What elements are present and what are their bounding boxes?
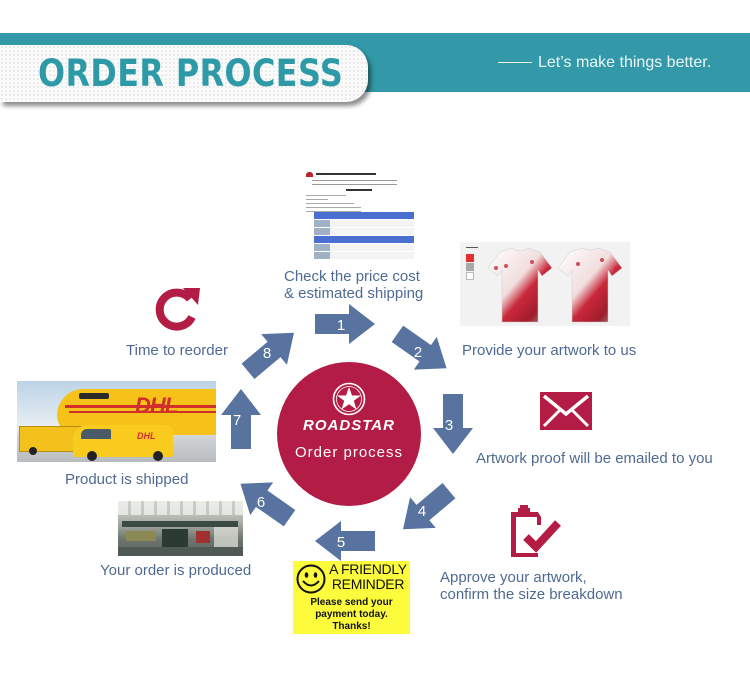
step-5-arrow: [315, 521, 375, 561]
step-6-arrow: [240, 482, 296, 527]
factory-image: [118, 501, 243, 556]
brand-name: ROADSTAR: [303, 417, 395, 434]
step-6-number: 6: [257, 494, 265, 511]
step-6-arrow-shape: [240, 482, 296, 527]
smiley-icon: [296, 564, 326, 594]
step-8-arrow: [241, 332, 294, 379]
step-4-label: Approve your artwork, confirm the size b…: [440, 569, 623, 603]
tshirt-artwork-image: [460, 242, 630, 326]
tagline-text: Let’s make things better.: [538, 54, 712, 71]
roadstar-star-logo: [332, 382, 366, 416]
tagline-dash: [498, 62, 532, 64]
step-2-arrow: [391, 325, 447, 370]
step-1-label: Check the price cost & estimated shippin…: [284, 268, 424, 302]
tshirt-back: [557, 247, 623, 323]
tshirt-drawings: [487, 247, 623, 323]
page-title: ORDER PROCESS: [38, 52, 344, 95]
tagline: Let’s make things better.: [498, 54, 711, 72]
step-7-arrow: [221, 389, 261, 449]
step-7-arrow-shape: [221, 389, 261, 449]
step-4-arrow-shape: [403, 483, 456, 530]
step-1-number: 1: [337, 317, 345, 334]
price-list-document: [302, 166, 414, 259]
reminder-title: A FRIENDLY REMINDER: [329, 561, 407, 592]
reorder-icon: [155, 288, 200, 331]
clipboard-check-icon: [511, 505, 561, 557]
step-7-label: Product is shipped: [65, 471, 189, 488]
dhl-shipping-image: DHL DHL: [17, 381, 216, 462]
header-title-tab: [0, 45, 368, 102]
step-3-arrow-shape: [433, 394, 473, 454]
company-logo: [306, 172, 313, 177]
step-6-label: Your order is produced: [100, 562, 252, 579]
step-4-number: 4: [418, 503, 426, 520]
center-order-process-circle: ROADSTAR Order process: [277, 362, 421, 506]
step-8-label: Time to reorder: [126, 342, 228, 359]
center-caption: Order process: [294, 444, 404, 461]
step-2-label: Provide your artwork to us: [462, 342, 637, 359]
step-3-arrow: [433, 394, 473, 454]
step-7-number: 7: [233, 412, 241, 429]
dhl-logo-plane: DHL: [135, 393, 178, 418]
step-3-number: 3: [445, 417, 453, 434]
step-5-arrow-shape: [315, 521, 375, 561]
price-table: [314, 212, 414, 259]
step-3-label: Artwork proof will be emailed to you: [476, 450, 713, 467]
step-8-arrow-shape: [241, 332, 294, 379]
envelope-icon: [540, 392, 592, 430]
step-4-arrow: [403, 483, 456, 530]
step-1-arrow: [315, 304, 375, 344]
reminder-body: Please send your payment today. Thanks!: [310, 597, 393, 632]
dhl-logo-van: DHL: [137, 431, 156, 441]
step-2-number: 2: [414, 344, 422, 361]
payment-reminder-note: A FRIENDLY REMINDER Please send your pay…: [293, 561, 410, 634]
step-5-number: 5: [337, 534, 345, 551]
step-2-arrow-shape: [391, 325, 447, 370]
step-8-number: 8: [263, 345, 271, 362]
tshirt-front: [487, 247, 553, 323]
step-1-arrow-shape: [315, 304, 375, 344]
